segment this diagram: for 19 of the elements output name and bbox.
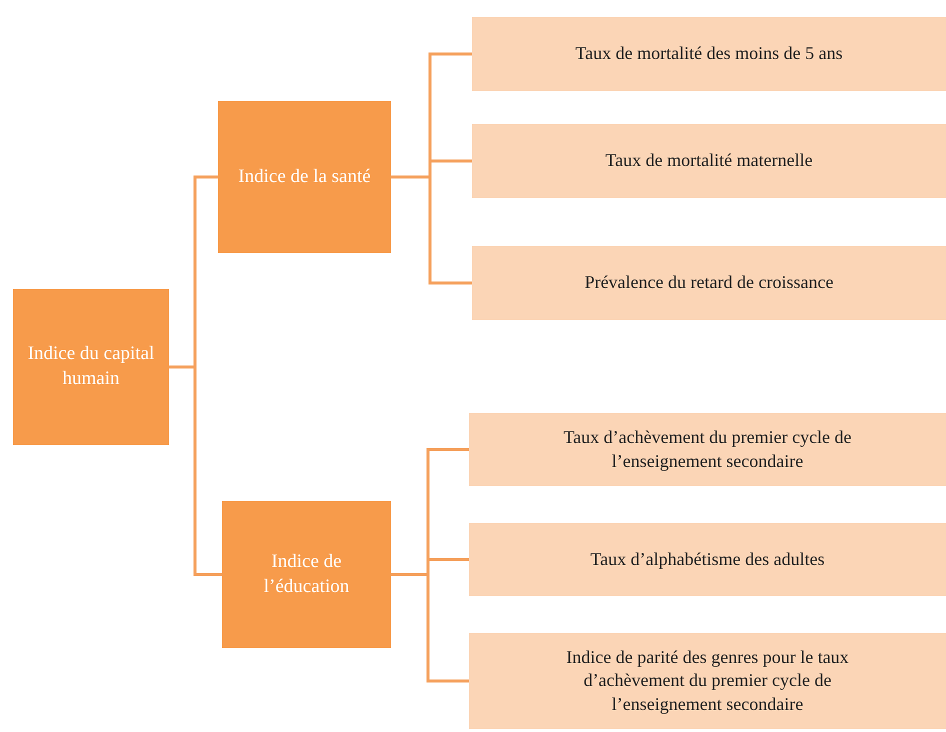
connector-line — [391, 573, 469, 682]
box-label: Prévalence du retard de croissance — [584, 271, 834, 294]
index-box — [222, 501, 391, 648]
index-box — [218, 101, 391, 253]
indicator-box — [472, 124, 946, 198]
indicator-box — [469, 633, 946, 729]
box-label: Taux d’alphabétisme des adultes — [590, 548, 825, 571]
box-label: Indice de la santé — [238, 164, 371, 189]
box-label: Indice de parité des genres pour le taux d’achèvement du premier cycle de l’enseignement secondaire — [565, 646, 850, 716]
indicator-box — [472, 246, 946, 320]
indicator-box — [469, 413, 946, 486]
indicator-box — [472, 17, 946, 91]
box-label: Indice de l’éducation — [262, 550, 350, 598]
indicator-box — [469, 523, 946, 596]
box-label: Indice du capital humain — [26, 342, 156, 391]
box-label: Taux de mortalité des moins de 5 ans — [575, 42, 843, 66]
index-box — [13, 289, 169, 445]
box-label: Taux de mortalité maternelle — [605, 149, 813, 172]
box-label: Taux d’achèvement du premier cycle de l’enseignement secondaire — [562, 426, 853, 473]
